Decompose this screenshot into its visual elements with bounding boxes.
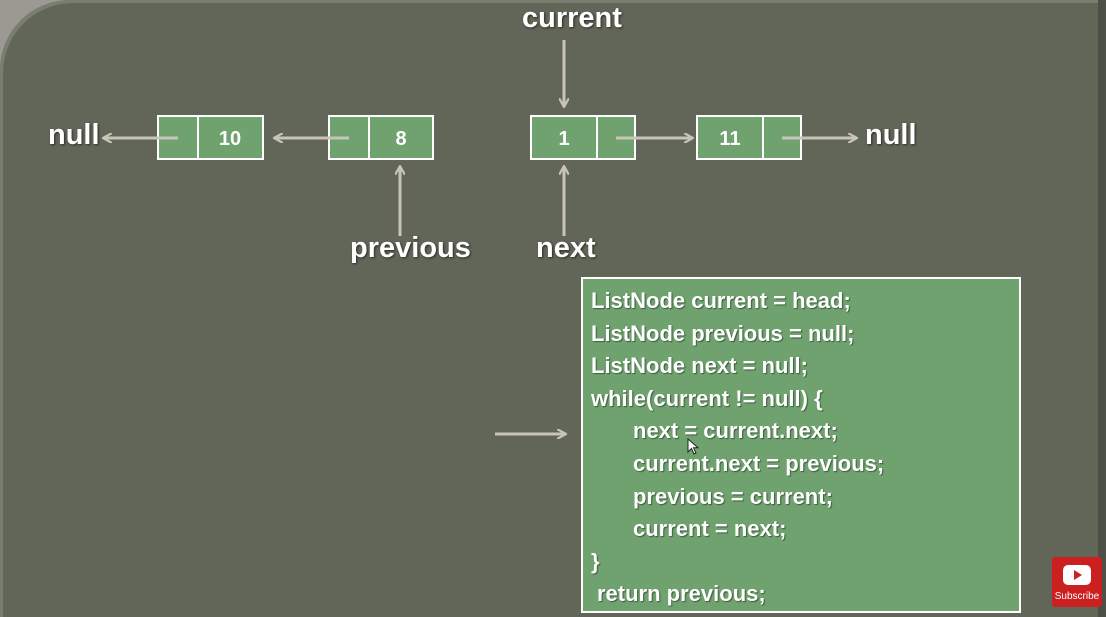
youtube-play-icon — [1063, 565, 1091, 585]
slide-edge — [1098, 0, 1106, 617]
code-line-7: previous = current; — [633, 483, 833, 509]
node-1: 1 — [530, 115, 636, 160]
previous-pointer-label: previous — [350, 232, 471, 264]
mouse-cursor-icon — [687, 438, 700, 455]
node-10-value: 10 — [219, 128, 241, 150]
current-pointer-label: current — [522, 2, 622, 34]
code-line-2: ListNode previous = null; — [591, 320, 855, 346]
code-line-6: current.next = previous; — [633, 450, 885, 476]
subscribe-label: Subscribe — [1054, 591, 1100, 602]
node-11-value: 11 — [719, 128, 740, 150]
code-line-3: ListNode next = null; — [591, 353, 808, 379]
code-line-10: return previous; — [597, 581, 766, 607]
node-8-value: 8 — [395, 128, 406, 150]
code-line-9: } — [591, 548, 600, 574]
code-line-1: ListNode current = head; — [591, 288, 851, 313]
code-line-4: while(current != null) { — [591, 385, 823, 411]
code-line-8: current = next; — [633, 516, 787, 542]
next-pointer-label: next — [536, 232, 596, 264]
code-box: ListNode current = head; ListNode previo… — [581, 277, 1021, 613]
node-1-value: 1 — [558, 128, 569, 150]
code-line-5: next = current.next; — [633, 418, 838, 444]
null-right-label: null — [865, 119, 917, 151]
subscribe-button[interactable]: Subscribe — [1052, 557, 1102, 607]
null-left-label: null — [48, 119, 100, 151]
